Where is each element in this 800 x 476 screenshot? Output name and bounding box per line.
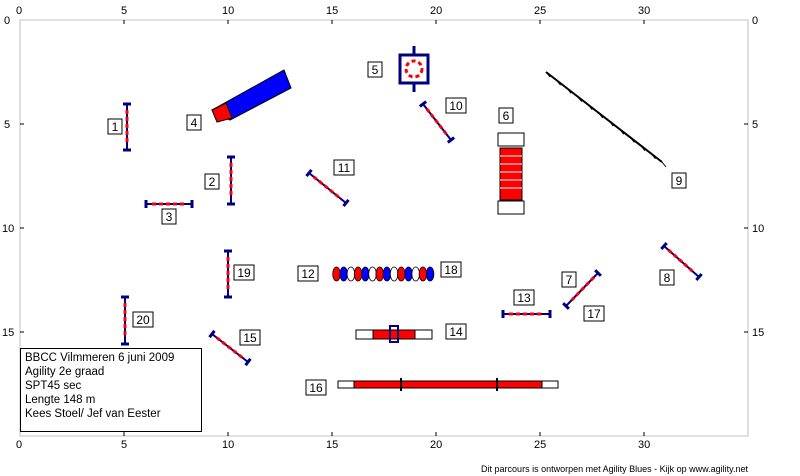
hurdle-obstacle: [660, 242, 703, 281]
obstacle-number-text: 5: [372, 63, 379, 77]
obstacle-number-17: 17: [583, 305, 605, 322]
y-tick-label: 10: [752, 223, 764, 235]
hurdle-obstacle: [418, 100, 456, 144]
hurdle-obstacle: [144, 200, 194, 208]
obstacle-number-text: 7: [566, 273, 573, 287]
x-tick-label: 25: [534, 5, 546, 17]
obstacle-number-text: 18: [444, 263, 458, 277]
y-tick-label: 15: [752, 327, 764, 339]
x-tick-label: 25: [534, 439, 546, 451]
y-tick-label: 5: [4, 119, 10, 131]
y-tick-label: 0: [752, 15, 758, 27]
hurdles-layer: [121, 100, 703, 367]
hurdle-obstacle: [224, 249, 232, 299]
course-info-box: BBCC Vilmmeren 6 juni 2009 Agility 2e gr…: [20, 348, 202, 432]
obstacle-number-text: 15: [243, 331, 257, 345]
x-tick-label: 15: [326, 439, 338, 451]
x-axis-bottom: 0 5 10 15 20 25 30: [16, 439, 650, 451]
weave-poles-obstacle: [545, 71, 667, 168]
obstacle-number-15: 15: [239, 329, 261, 346]
x-tick-label: 20: [430, 5, 442, 17]
x-axis-top: 0 5 10 15 20 25 30: [16, 5, 650, 17]
footer-credit: Dit parcours is ontworpen met Agility Bl…: [481, 464, 748, 474]
y-tick-label: 10: [2, 223, 14, 235]
obstacle-number-text: 20: [136, 313, 150, 327]
obstacle-number-text: 16: [309, 381, 323, 395]
obstacle-number-6: 6: [498, 107, 514, 124]
obstacle-number-text: 12: [301, 267, 315, 281]
y-tick-label: 15: [2, 327, 14, 339]
seesaw-obstacle: [355, 325, 433, 343]
x-tick-label: 0: [16, 439, 22, 451]
y-tick-label: 5: [752, 119, 758, 131]
obstacle-number-text: 2: [209, 175, 216, 189]
collapsed-tunnel-obstacle: [332, 266, 435, 282]
obstacle-number-text: 11: [338, 161, 351, 175]
obstacle-number-1: 1: [107, 118, 123, 135]
obstacle-number-12: 12: [297, 265, 319, 282]
info-class: Agility 2e graad: [25, 366, 105, 378]
obstacle-number-text: 9: [676, 174, 683, 188]
hurdle-obstacle: [562, 269, 602, 310]
obstacle-number-text: 4: [191, 116, 198, 130]
hurdle-obstacle: [227, 155, 235, 206]
obstacle-number-5: 5: [367, 61, 383, 78]
obstacle-number-text: 13: [517, 291, 531, 305]
obstacle-number-8: 8: [659, 269, 675, 286]
obstacle-number-text: 10: [449, 99, 463, 113]
obstacle-number-9: 9: [671, 172, 687, 189]
y-axis-right: 0 5 10 15: [752, 15, 764, 339]
obstacle-number-2: 2: [204, 173, 220, 190]
obstacle-number-19: 19: [233, 264, 255, 281]
x-tick-label: 30: [638, 5, 650, 17]
x-tick-label: 5: [121, 5, 127, 17]
hurdle-obstacle: [305, 168, 350, 208]
x-tick-label: 0: [16, 5, 22, 17]
obstacle-number-10: 10: [445, 97, 467, 114]
x-tick-label: 30: [638, 439, 650, 451]
y-axis-left: 0 5 10 15: [2, 15, 14, 339]
x-tick-label: 10: [222, 439, 234, 451]
tyre-obstacle: [398, 46, 430, 92]
obstacle-number-text: 1: [112, 120, 119, 134]
obstacle-number-16: 16: [305, 379, 327, 396]
obstacle-number-text: 19: [237, 266, 251, 280]
tunnel-obstacle: [210, 69, 292, 123]
hurdle-obstacle: [501, 310, 552, 318]
x-tick-label: 20: [430, 439, 442, 451]
info-spt: SPT45 sec: [25, 380, 82, 392]
x-tick-label: 5: [121, 439, 127, 451]
obstacle-number-text: 8: [664, 271, 671, 285]
x-tick-label: 10: [222, 5, 234, 17]
hurdle-obstacle: [121, 295, 129, 346]
obstacle-number-4: 4: [186, 114, 202, 131]
obstacle-number-text: 14: [449, 325, 463, 339]
info-judges: Kees Stoel/ Jef van Eester: [25, 408, 161, 420]
obstacle-number-18: 18: [440, 261, 462, 278]
y-tick-label: 0: [4, 15, 10, 27]
obstacle-number-7: 7: [561, 271, 577, 288]
info-length: Lengte 148 m: [25, 394, 96, 406]
obstacle-number-13: 13: [513, 289, 535, 306]
obstacle-number-text: 6: [503, 109, 510, 123]
hurdle-obstacle: [208, 329, 252, 367]
x-tick-label: 15: [326, 5, 338, 17]
obstacle-number-11: 11: [333, 159, 355, 176]
obstacle-number-text: 3: [166, 210, 173, 224]
table-obstacle: [497, 132, 525, 215]
hurdle-obstacle: [123, 102, 131, 152]
info-event: BBCC Vilmmeren 6 juni 2009: [25, 352, 175, 364]
dogwalk-obstacle: [337, 378, 559, 391]
axis-ticks: [20, 20, 748, 436]
obstacle-number-20: 20: [132, 311, 154, 328]
obstacle-number-14: 14: [445, 323, 467, 340]
obstacle-number-text: 17: [587, 307, 601, 321]
obstacle-number-3: 3: [161, 208, 177, 225]
